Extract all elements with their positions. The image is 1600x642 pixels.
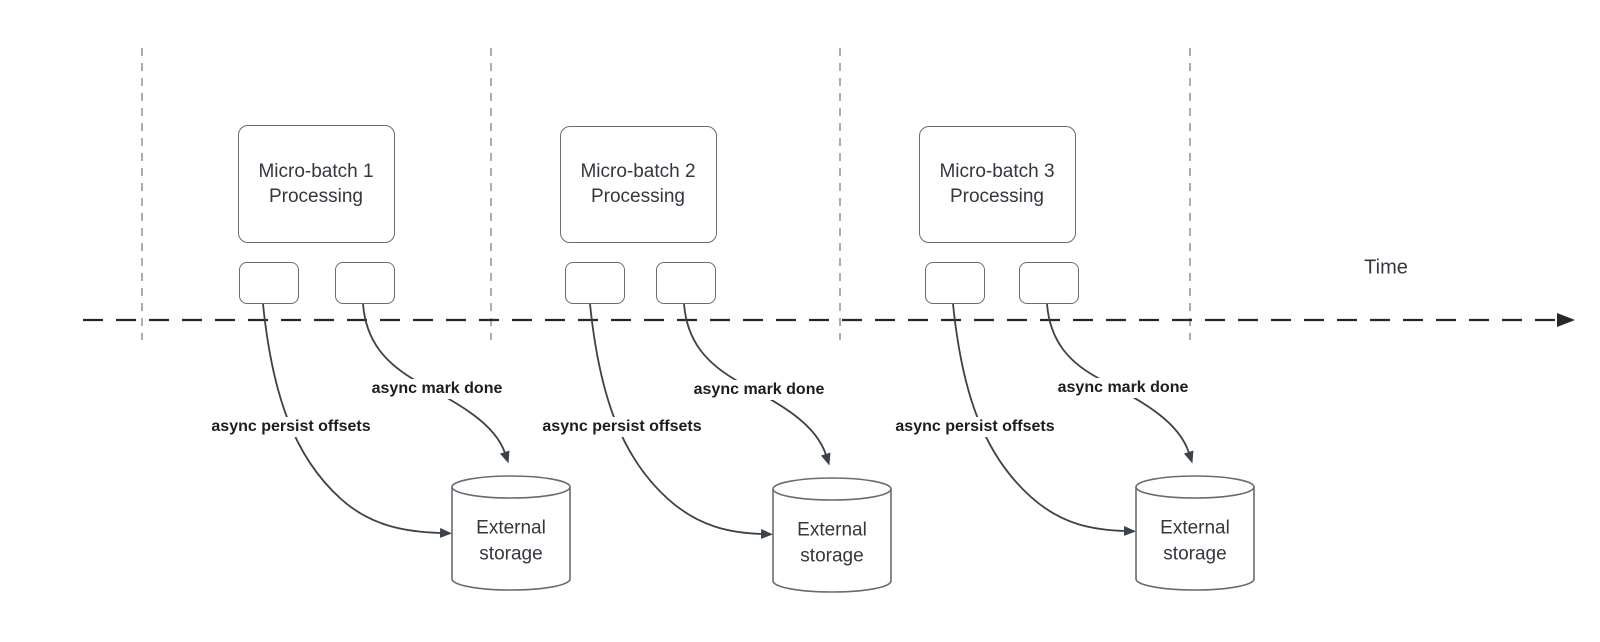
mark-done-label: async mark done bbox=[689, 380, 829, 400]
external-storage-label-line1: External bbox=[797, 519, 867, 541]
micro-batch-1-title-line1: Micro-batch 1 bbox=[258, 160, 374, 182]
micro-batch-2-title: Micro-batch 2 Processing bbox=[580, 159, 695, 209]
micro-batch-2-processing-node bbox=[560, 126, 717, 243]
mark-done-task-node bbox=[335, 262, 395, 304]
micro-batch-2-title-line2: Processing bbox=[590, 186, 685, 207]
mark-done-task-node bbox=[656, 262, 716, 304]
external-storage-label-line1: External bbox=[476, 517, 546, 539]
external-storage-label: External storage bbox=[1160, 515, 1230, 566]
persist-offsets-label: async persist offsets bbox=[538, 417, 706, 437]
micro-batch-3-processing-node bbox=[919, 126, 1076, 243]
external-storage-label-line2: storage bbox=[479, 543, 543, 564]
mark-done-label: async mark done bbox=[1053, 378, 1193, 398]
external-storage-label-line1: External bbox=[1160, 517, 1230, 539]
micro-batch-3-title-line2: Processing bbox=[949, 186, 1044, 207]
micro-batch-1-title-line2: Processing bbox=[268, 186, 363, 207]
persist-offsets-task-node bbox=[239, 262, 299, 304]
persist-offsets-arrow bbox=[952, 303, 1136, 536]
micro-batch-2-title-line1: Micro-batch 2 bbox=[580, 160, 696, 182]
mark-done-task-node bbox=[1019, 262, 1079, 304]
micro-batch-3-title-line1: Micro-batch 3 bbox=[939, 160, 1055, 182]
external-storage-label: External storage bbox=[797, 517, 867, 568]
external-storage-cylinder bbox=[772, 477, 892, 593]
micro-batch-1-processing-node bbox=[238, 125, 395, 243]
persist-offsets-arrow bbox=[589, 303, 773, 539]
persist-offsets-label: async persist offsets bbox=[207, 417, 375, 437]
external-storage-cylinder bbox=[1135, 475, 1255, 591]
persist-offsets-task-node bbox=[565, 262, 625, 304]
external-storage-label-line2: storage bbox=[800, 545, 864, 566]
mark-done-label: async mark done bbox=[367, 379, 507, 399]
micro-batch-1-title: Micro-batch 1 Processing bbox=[258, 159, 373, 209]
persist-offsets-arrow bbox=[262, 303, 452, 538]
external-storage-cylinder bbox=[451, 475, 571, 591]
time-axis-label: Time bbox=[1364, 256, 1408, 279]
micro-batch-3-title: Micro-batch 3 Processing bbox=[939, 159, 1054, 209]
external-storage-label-line2: storage bbox=[1163, 543, 1227, 564]
external-storage-label: External storage bbox=[476, 515, 546, 566]
persist-offsets-task-node bbox=[925, 262, 985, 304]
persist-offsets-label: async persist offsets bbox=[891, 417, 1059, 437]
